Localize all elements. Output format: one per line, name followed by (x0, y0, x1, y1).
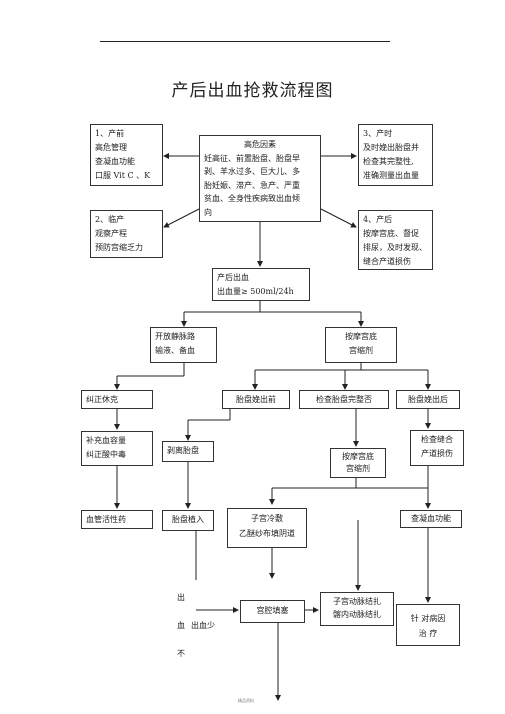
box-massage-second: 按摩宫底 宫缩剂 (330, 448, 386, 478)
box-postpartum-hemorrhage: 产后出血 出血量≥ 500ml/24h (212, 268, 310, 301)
box-placenta-accreta: 胎盘植入 (162, 510, 214, 531)
top-rule (100, 41, 390, 42)
box-before-placenta: 胎盘娩出前 (222, 390, 290, 409)
box-cold-compress: 子宫冷敷 乙醚纱布填阴道 (227, 508, 307, 548)
box-artery-ligation: 子宫动脉结扎 髂内动脉结扎 (320, 592, 394, 626)
footer-note: 精品资料 (238, 698, 254, 703)
box-check-placenta: 检查胎盘完整否 (299, 390, 389, 409)
box-risk-factors: 高危因素 妊高征、前置胎盘、胎盘早 剥、羊水过多、巨大儿、多 胎妊娠、滞产、急产… (199, 135, 321, 222)
box-coagulation: 查凝血功能 (400, 510, 462, 528)
label-vertical-1: 出 (177, 593, 185, 602)
box-labor: 2、临产 观察产程 预防宫缩乏力 (90, 210, 163, 258)
label-less-bleeding: 出血少 (191, 621, 215, 630)
box-postpartum: 4、产后 按摩宫底、督促 排尿，及时发现、 缝合产道损伤 (358, 210, 433, 270)
label-vertical-3: 不 (177, 649, 185, 658)
box-delivery: 3、产时 及时娩出胎盘并 检查其完整性, 准确测量出血量 (358, 124, 433, 186)
box-volume-replacement: 补充血容量 纠正酸中毒 (81, 431, 153, 466)
box-uterine-massage: 按摩宫底 宫缩剂 (325, 327, 397, 363)
box-peel-placenta: 剥离胎盘 (162, 441, 214, 462)
box-vasoactive: 血管活性药 (81, 510, 153, 529)
label-vertical-2: 血 (177, 621, 185, 630)
box-after-placenta: 胎盘娩出后 (396, 390, 460, 409)
box-check-suture: 检查缝合 产道损伤 (410, 430, 464, 466)
box-iv-access: 开放静脉路 输液、备血 (150, 327, 217, 363)
box-correct-shock: 纠正休克 (81, 390, 153, 409)
box-prenatal: 1、产前 高危管理 查凝血功能 口服 Vit C 、K (90, 124, 163, 186)
page-title: 产后出血抢救流程图 (171, 81, 334, 101)
box-uterine-packing: 宫腔填塞 (240, 600, 305, 623)
box-treat-cause: 针 对病因 治 疗 (396, 604, 460, 646)
